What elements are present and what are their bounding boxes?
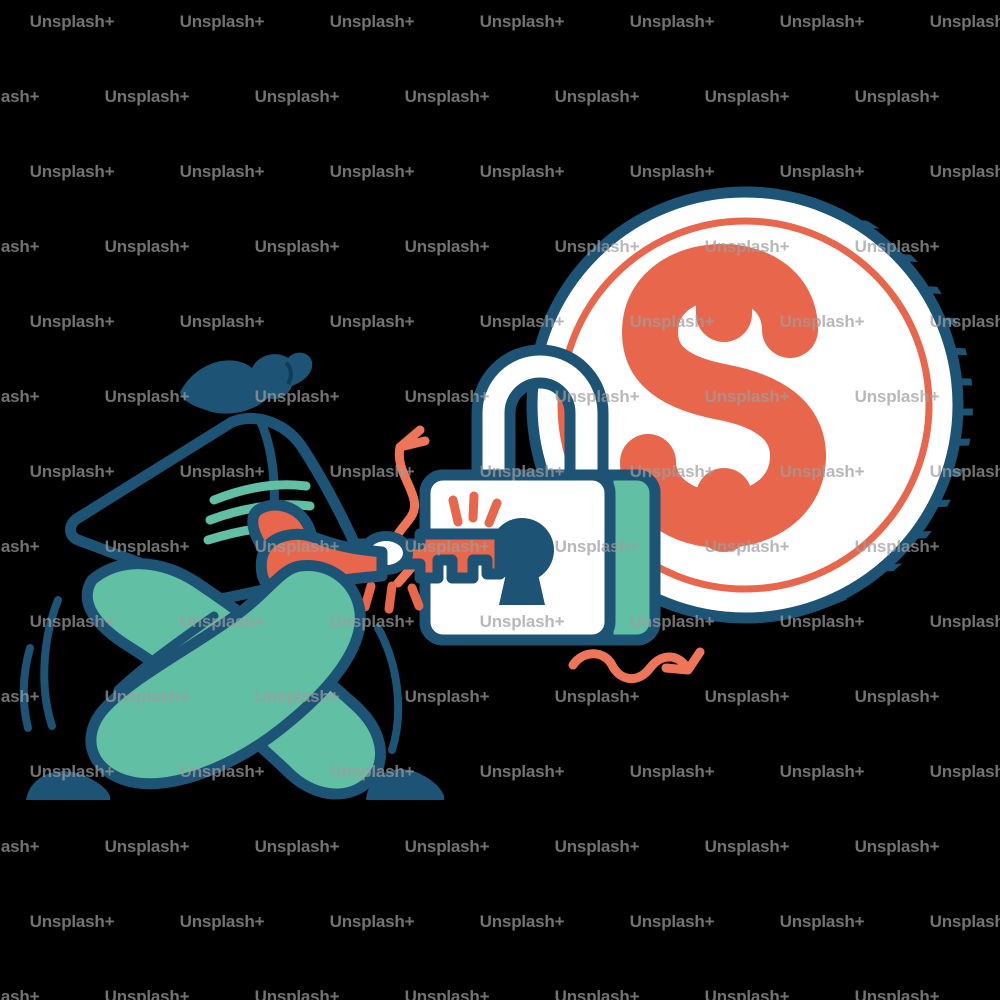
keyhole-icon [490, 518, 554, 605]
accent-line-right [568, 647, 705, 683]
person-hair [180, 352, 313, 414]
person-leg-front [85, 560, 366, 790]
impact-sparks [360, 491, 502, 614]
person-shoe-right [366, 769, 445, 800]
person-motion-lines [19, 596, 403, 754]
padlock-shackle [471, 344, 609, 506]
dollar-sign-icon [620, 243, 827, 552]
padlock-side-panel [602, 469, 661, 646]
person-crouching [19, 352, 445, 800]
person-shoe-left [26, 771, 111, 800]
coin-inner-rim [557, 217, 933, 593]
